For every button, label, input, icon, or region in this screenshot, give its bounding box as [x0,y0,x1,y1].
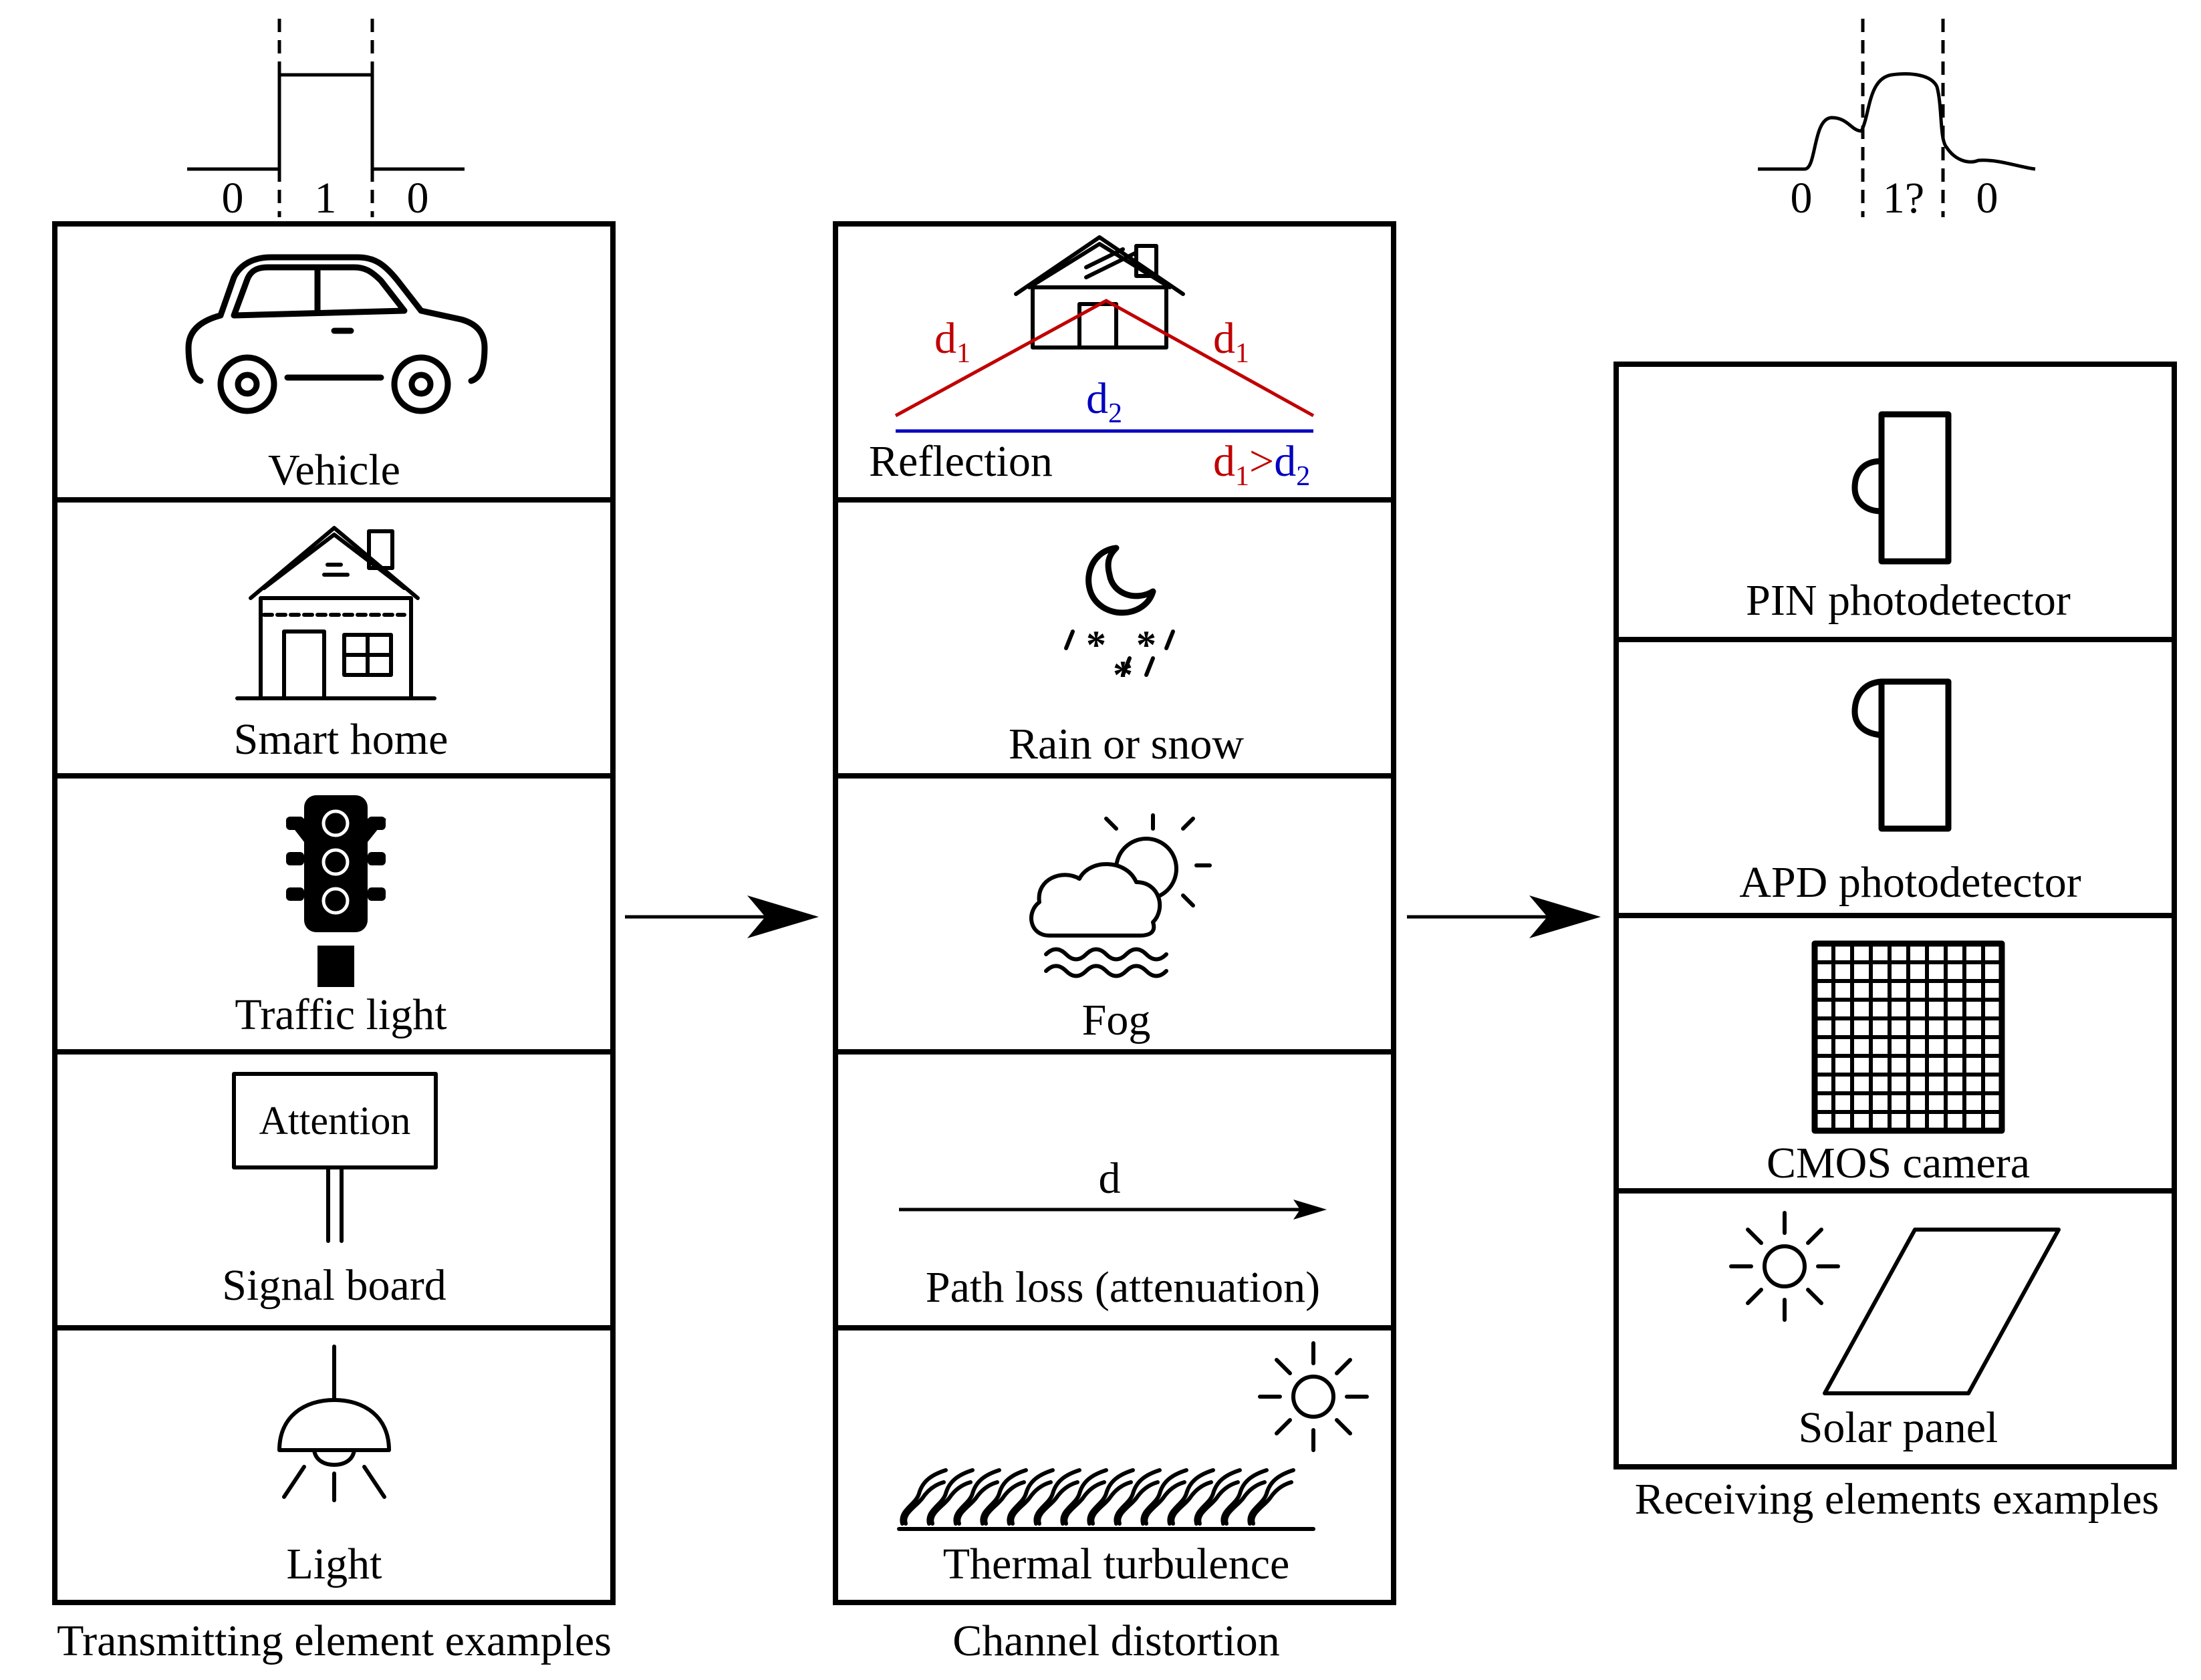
rx-item-pin: PIN photodetector [1746,576,2071,625]
house-icon [235,526,436,700]
tx-item-signal-board: Signal board [222,1261,446,1310]
signal-board-text: Attention [259,1099,411,1143]
receiver-caption: Receiving elements examples [1635,1475,2159,1524]
turbulence-waves-icon [897,1468,1315,1531]
transmitter-caption: Transmitting element examples [57,1617,612,1665]
transmitted-signal: 0 1 0 [187,19,465,223]
sun-icon [1258,1341,1369,1452]
signal-board-icon [232,1072,438,1243]
arrow-tx-to-channel [625,895,819,938]
ch-item-reflection: Reflection [869,437,1053,486]
moon-snow-icon: * * * [1064,545,1175,697]
tx-item-smart-home: Smart home [234,715,448,764]
d1-label-right: d1 [1213,314,1249,369]
d1-greater-d2: d1>d2 [1213,437,1310,492]
tx-item-light: Light [287,1540,382,1588]
rx-item-solar-panel: Solar panel [1799,1403,1998,1452]
car-icon [185,254,488,414]
reflection-paths [894,299,1315,433]
ch-item-path-loss: Path loss (attenuation) [926,1263,1320,1312]
receiver-column: PIN photodetector APD photodetector CMOS… [1613,362,2177,1469]
solar-panel-icon [1823,1228,2061,1395]
path-distance-label: d [1099,1154,1121,1203]
svg-text:*: * [1136,623,1156,667]
sun-small-icon [1729,1211,1840,1322]
tx-bit-0: 0 [222,174,244,223]
pin-photodetector-icon [1851,411,1952,565]
tx-bit-1: 1 [315,174,337,223]
svg-text:*: * [1086,623,1106,667]
tx-item-vehicle: Vehicle [268,446,400,495]
tx-bit-2: 0 [407,174,429,223]
ch-item-thermal-turbulence: Thermal turbulence [943,1540,1290,1588]
transmitter-frame [52,221,616,1605]
received-signal: 0 1? 0 [1758,19,2036,223]
d2-label: d2 [1086,374,1122,429]
ch-item-fog: Fog [1082,996,1151,1044]
channel-frame [833,221,1396,1605]
reflection-house-icon [1014,235,1185,349]
reflected-path [894,299,1315,418]
rx-item-apd: APD photodetector [1739,858,2081,907]
arrow-channel-to-rx [1407,895,1601,938]
ch-item-rain-or-snow: Rain or snow [1009,720,1244,768]
channel-caption: Channel distortion [952,1617,1279,1665]
rx-item-cmos: CMOS camera [1767,1139,2030,1187]
d1-label-left: d1 [934,314,970,369]
distorted-pulse [1758,72,2036,171]
cmos-sensor-grid-icon [1811,940,2005,1134]
square-pulse [187,73,465,171]
traffic-light-icon [286,795,386,987]
channel-column: d1 d1 d2 Reflection d1>d2 * * * Rain or … [833,221,1396,1605]
svg-text:*: * [1113,653,1133,697]
path-loss-arrow [899,1200,1327,1220]
fog-icon [1029,813,1212,978]
rx-bit-0: 0 [1791,174,1813,223]
lamp-icon [277,1345,391,1502]
transmitter-column: Vehicle Smart home [52,221,616,1605]
rx-bit-1: 1? [1883,174,1924,223]
tx-item-traffic-light: Traffic light [235,990,446,1039]
rx-bit-2: 0 [1976,174,1998,223]
apd-photodetector-icon [1851,678,1952,832]
